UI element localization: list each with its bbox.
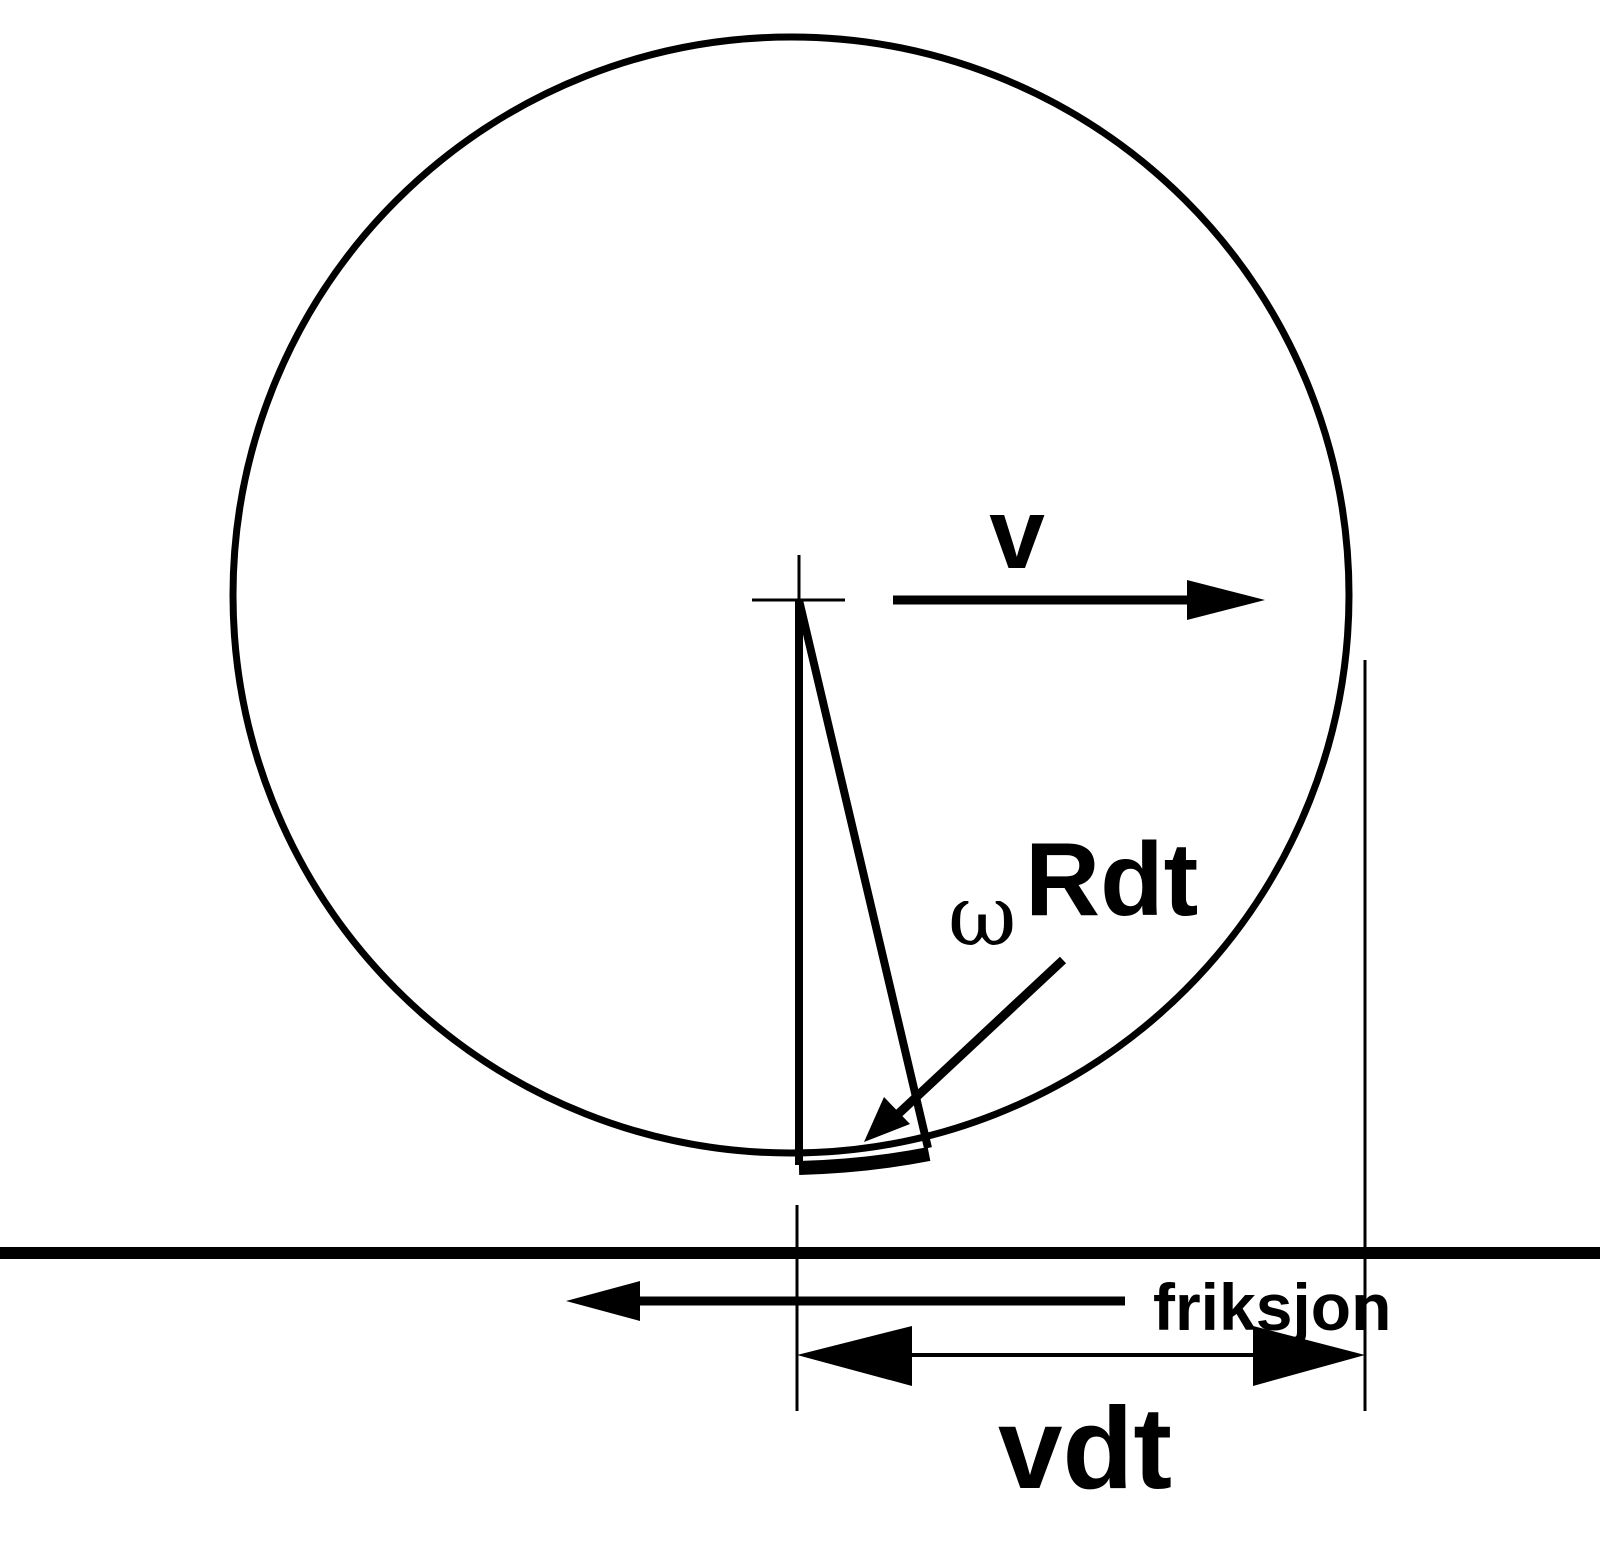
wheel-circle [229, 33, 1353, 1157]
arc-pointer-head [864, 1097, 910, 1142]
displacement-label: vdt [998, 1383, 1172, 1513]
omega-label: ω [948, 867, 1017, 965]
velocity-arrow-head [1187, 580, 1265, 620]
displacement-arrow-head-left [797, 1326, 912, 1386]
arc-segment [798, 1147, 931, 1175]
velocity-label: v [989, 478, 1045, 590]
friction-arrow-head [566, 1281, 640, 1321]
arc-length-label: Rdt [1025, 822, 1198, 938]
displacement-arrow-head-right [1253, 1326, 1365, 1386]
arc-pointer-shaft [892, 956, 1067, 1120]
rotated-radius [795, 599, 932, 1149]
